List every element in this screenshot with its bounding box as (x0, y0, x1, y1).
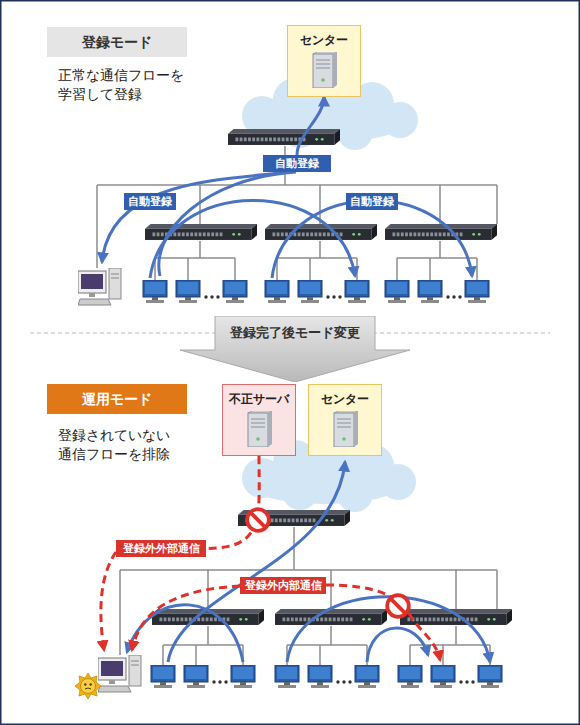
flow-tag-text: 自動登録 (124, 193, 176, 210)
management-pc (78, 268, 121, 305)
flow-tag: 自動登録 (263, 155, 331, 172)
network-wire (97, 146, 497, 280)
flow-tag-text: 自動登録 (346, 193, 398, 210)
server-name: センター (309, 385, 381, 408)
server-icon (313, 52, 337, 88)
allowed-flow-arrow (127, 462, 490, 662)
edge-switch (275, 609, 387, 625)
virus-icon (75, 673, 101, 699)
client-pc (184, 665, 208, 688)
description-text: 登録されていない 通信フローを排除 (58, 426, 208, 464)
client-pc (298, 280, 322, 303)
blocked-flow-arrow (101, 552, 440, 660)
flow-tag: 自動登録 (346, 193, 398, 210)
ellipsis-dots (212, 680, 474, 683)
blocked-tag-text: 登録外外部通信 (116, 540, 206, 557)
client-pc (231, 665, 255, 688)
mode-band: 登録モード (47, 27, 187, 57)
core-switch (238, 510, 350, 526)
client-pc (265, 280, 289, 303)
learned-flow-arrow (102, 172, 472, 278)
edge-switch (145, 224, 257, 240)
blocked-tag-text: 登録外内部通信 (240, 577, 326, 594)
transition-text: 登録完了後モード変更 (215, 316, 375, 350)
transition-arrow: 登録完了後モード変更 (180, 316, 410, 382)
flow-connector (206, 456, 259, 549)
client-pc (465, 280, 489, 303)
ellipsis-dots (204, 295, 461, 298)
flow-tag: 自動登録 (124, 193, 176, 210)
mode-band: 運用モード (47, 384, 187, 414)
client-pc (398, 665, 422, 688)
server-icon (248, 411, 272, 447)
client-pc (431, 665, 455, 688)
rogue-server-box: 不正サーバ (222, 384, 296, 456)
block-sign (387, 595, 409, 617)
client-pc (385, 280, 409, 303)
client-pc (151, 665, 175, 688)
client-pc-group (151, 665, 502, 688)
edge-switch (400, 609, 512, 625)
client-pc-group (143, 280, 489, 303)
arrow-body (180, 316, 410, 382)
center-server-box: センター (287, 25, 361, 97)
edge-switch (385, 224, 497, 240)
block-sign (247, 509, 269, 531)
flow-connector (297, 97, 324, 155)
client-pc (345, 280, 369, 303)
center-server-box: センター (308, 384, 382, 456)
server-name: 不正サーバ (223, 385, 295, 408)
server-icon (334, 411, 358, 447)
management-pc (98, 655, 141, 692)
client-pc (355, 665, 379, 688)
client-pc (478, 665, 502, 688)
mode-title: 登録モード (47, 27, 187, 57)
mode-title: 運用モード (47, 384, 187, 414)
client-pc (143, 280, 167, 303)
blocked-tag: 登録外内部通信 (240, 577, 326, 594)
client-pc (308, 665, 332, 688)
client-pc (223, 280, 247, 303)
description-text: 正常な通信フローを 学習して登録 (58, 66, 208, 104)
edge-switch (265, 224, 377, 240)
flow-tag-text: 自動登録 (263, 155, 331, 172)
server-name: センター (288, 26, 360, 49)
client-pc (176, 280, 200, 303)
core-switch (228, 129, 340, 145)
blocked-tag: 登録外外部通信 (116, 540, 206, 557)
client-pc (418, 280, 442, 303)
client-pc (275, 665, 299, 688)
